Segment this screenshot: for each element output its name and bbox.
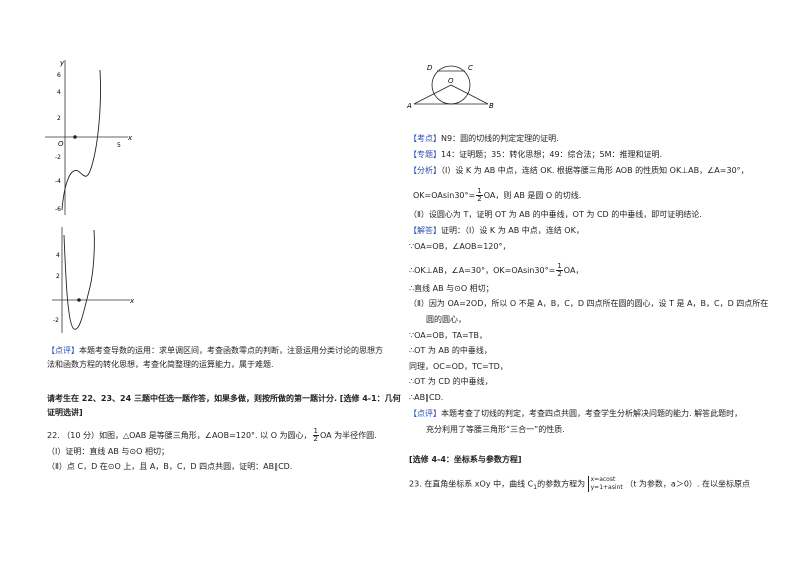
segment-oa <box>413 84 452 105</box>
function-graph-2: x 4 2 -2 <box>52 227 135 333</box>
y-tick-label: -2 <box>55 154 61 161</box>
solution-step: 同理，OC=OD，TC=TD， <box>409 362 508 371</box>
notice-line-2: 证明选讲] <box>47 408 83 417</box>
zhuanti-line: 【专题】14：证明题；35：转化思想；49：综合法；5M：推理和证明. <box>409 150 663 159</box>
geometry-figure: D C O A B <box>406 64 494 110</box>
x-axis-label: x <box>127 134 133 142</box>
label-c: C <box>468 64 473 72</box>
curve-2 <box>63 229 95 330</box>
y-tick-label: -6 <box>55 206 61 213</box>
solution-step: ∴OT 为 CD 的中垂线， <box>409 377 493 386</box>
fenxi-line-1: 【分析】（Ⅰ）设 K 为 AB 中点，连结 OK. 根据等腰三角形 AOB 的性… <box>409 166 749 175</box>
zhuanti-tag: 【专题】 <box>409 150 441 159</box>
jieda-tag: 【解答】 <box>409 226 441 235</box>
fenxi-line-3: （Ⅱ）设圆心为 T，证明 OT 为 AB 的中垂线，OT 为 CD 的中垂线，即… <box>409 210 702 219</box>
jieda-line-1: 【解答】证明：（Ⅰ）设 K 为 AB 中点，连结 OK， <box>409 226 584 235</box>
x-tick-label: 5 <box>117 142 121 149</box>
dianping-tag: 【点评】 <box>409 409 441 418</box>
comment-line-2: 法和函数方程的转化思想，考查化简整理的运算能力，属于难题. <box>47 360 274 369</box>
fenxi-tag: 【分析】 <box>409 166 441 175</box>
kaodian-tag: 【考点】 <box>409 134 441 143</box>
y-axis-label: y <box>59 59 65 67</box>
point-marker <box>73 135 77 139</box>
solution-step: ∵OA=OB，TA=TB， <box>409 331 488 340</box>
y-tick-label: 6 <box>57 72 61 79</box>
label-b: B <box>489 102 494 110</box>
y-tick-label: 4 <box>57 89 61 96</box>
y-tick-label: -2 <box>53 317 59 324</box>
y-tick-label: 2 <box>56 273 60 280</box>
solution-step: ∴AB∥CD. <box>409 393 444 402</box>
function-graph-1: y x O 5 6 4 2 -2 -4 -6 <box>45 59 133 215</box>
y-tick-label: 2 <box>57 115 61 122</box>
section-44-heading: [选修 4-4：坐标系与参数方程] <box>409 455 522 464</box>
kaodian-line: 【考点】N9：圆的切线的判定定理的证明. <box>409 134 559 143</box>
y-tick-label: 4 <box>56 252 60 259</box>
dianping-line-2: 充分利用了等腰三角形“三合一”的性质. <box>426 425 565 434</box>
parametric-system: x=acost y=1+asint <box>587 476 623 492</box>
q22-part-1: （Ⅰ）证明：直线 AB 与⊙O 相切； <box>47 447 169 456</box>
comment-line-1: 【点评】本题考查导数的运用：求单调区间，考查函数零点的判断，注意运用分类讨论的思… <box>47 346 383 355</box>
label-o: O <box>448 77 454 85</box>
solution-step: （Ⅱ）因为 OA=2OD，所以 O 不是 A，B，C，D 四点所在圆的圆心，设 … <box>409 299 769 308</box>
q22-part-2: （Ⅱ）点 C，D 在⊙O 上，且 A，B，C，D 四点共圆，证明：AB∥CD. <box>47 462 293 471</box>
x-axis-label: x <box>129 297 135 305</box>
curve-1 <box>61 69 101 211</box>
segment-ob <box>450 84 489 105</box>
q23-stem: 23. 在直角坐标系 xOy 中，曲线 C1的参数方程为 x=acost y=1… <box>409 476 750 492</box>
dianping-line-1: 【点评】本题考查了切线的判定，考查四点共圆，考查学生分析解决问题的能力. 解答此… <box>409 409 743 418</box>
label-a: A <box>406 102 412 110</box>
point-marker <box>77 298 81 302</box>
notice-line-1: 请考生在 22、23、24 三题中任选一题作答，如果多做，则按所做的第一题计分.… <box>47 394 401 403</box>
y-tick-label: -4 <box>55 178 61 185</box>
solution-step: 圆的圆心， <box>426 315 466 324</box>
label-d: D <box>427 64 433 72</box>
solution-step: ∴OT 为 AB 的中垂线， <box>409 346 492 355</box>
origin-label: O <box>58 140 64 148</box>
q22-stem: 22. （10 分）如图，△OAB 是等腰三角形，∠AOB=120°. 以 O … <box>47 427 377 443</box>
comment-tag: 【点评】 <box>47 346 79 355</box>
solution-step: ∵OA=OB，∠AOB=120°， <box>409 242 511 251</box>
solution-step: ∴直线 AB 与⊙O 相切； <box>409 284 494 293</box>
